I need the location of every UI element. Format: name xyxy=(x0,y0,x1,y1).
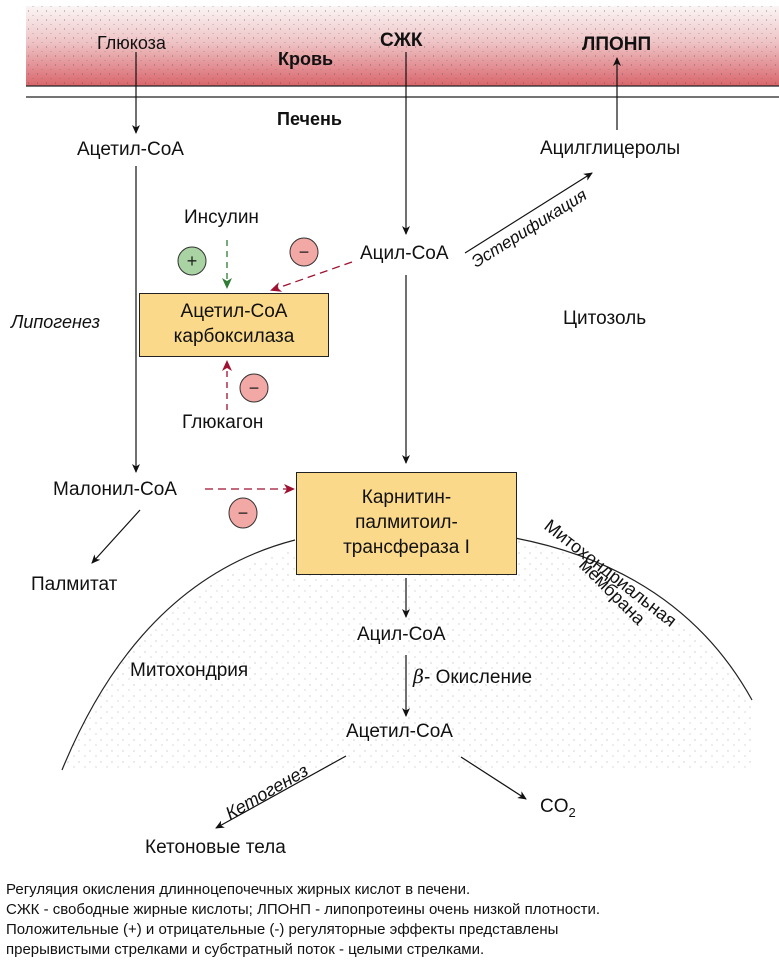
liver-label: Печень xyxy=(277,109,342,129)
co2-label: CO2 xyxy=(540,797,576,819)
svg-text:−: − xyxy=(299,242,310,262)
blood-label: Кровь xyxy=(278,49,334,69)
cpt-line1: Карнитин- xyxy=(361,487,452,509)
diagram-canvas: + − − − Эстерификация Кетогенез Митохонд… xyxy=(26,6,779,829)
minus-sign-acylcoa: − xyxy=(289,237,319,267)
minus-sign-glucagon: − xyxy=(239,373,269,403)
svg-text:+: + xyxy=(187,251,198,271)
esterification-label: Эстерификация xyxy=(468,185,590,271)
acetylcoa-top-label: Ацетил-СоА xyxy=(77,139,184,160)
mitochondrial-membrane-line xyxy=(61,539,296,771)
lipogenesis-label: Липогенез xyxy=(11,312,101,332)
ffa-label: СЖК xyxy=(380,30,423,51)
palmitate-label: Палмитат xyxy=(31,574,118,595)
fatty-acid-oxidation-diagram: + − − − Эстерификация Кетогенез Митохонд… xyxy=(11,6,779,858)
caption-line-2: СЖК - свободные жирные кислоты; ЛПОНП - … xyxy=(6,901,601,918)
caption-line-1: Регуляция окисления длинноцепочечных жир… xyxy=(6,881,471,898)
acylglycerols-label: Ацилглицеролы xyxy=(540,138,681,159)
cpt-line3: трансфераза I xyxy=(343,536,470,558)
mitochondrion-area xyxy=(62,540,752,770)
acetylcoa-to-co2-arrow xyxy=(460,756,527,800)
ketogenesis-arrow xyxy=(215,755,347,829)
svg-text:−: − xyxy=(238,503,249,523)
acc-line2: карбоксилаза xyxy=(173,326,295,347)
acetylcoa-carboxylase-box: Ацетил-СоА карбоксилаза xyxy=(139,293,329,357)
oxidation-text: - Окисление xyxy=(423,667,533,688)
plus-sign-insulin: + xyxy=(177,246,207,276)
vldl-label: ЛПОНП xyxy=(582,34,652,55)
minus-sign-malonylcoa: − xyxy=(228,497,258,529)
insulin-label: Инсулин xyxy=(184,207,259,228)
co2-text: CO xyxy=(540,796,569,817)
caption-line-4: прерывистыми стрелками и субстратный пот… xyxy=(6,941,485,958)
glucose-label: Глюкоза xyxy=(97,33,166,53)
acc-line1: Ацетил-СоА xyxy=(180,301,288,323)
beta-oxidation-label: β- Окисление xyxy=(413,666,533,688)
ketone-bodies-label: Кетоновые тела xyxy=(145,837,286,858)
cpt1-box: Карнитин- палмитоил- трансфераза I xyxy=(296,472,517,575)
acetylcoa-mito-label: Ацетил-СоА xyxy=(346,721,453,742)
cytosol-label: Цитозоль xyxy=(563,308,647,329)
malonylcoa-label: Малонил-СоА xyxy=(53,479,177,500)
svg-text:−: − xyxy=(249,378,260,398)
figure-caption: Регуляция окисления длинноцепочечных жир… xyxy=(6,880,776,960)
acylcoa-inhibition-arrow xyxy=(270,261,353,292)
co2-subscript: 2 xyxy=(568,804,576,820)
acylcoa-cytosol-label: Ацил-СоА xyxy=(360,243,449,264)
mitochondrion-label: Митохондрия xyxy=(130,660,249,681)
malonylcoa-to-palmitate-arrow xyxy=(91,509,141,564)
acylcoa-mito-label: Ацил-СоА xyxy=(357,624,446,645)
caption-line-3: Положительные (+) и отрицательные (-) ре… xyxy=(6,921,559,938)
beta-symbol: β xyxy=(413,666,424,688)
esterification-arrow xyxy=(464,172,593,254)
glucagon-label: Глюкагон xyxy=(182,412,264,433)
cpt-line2: палмитоил- xyxy=(355,512,458,534)
